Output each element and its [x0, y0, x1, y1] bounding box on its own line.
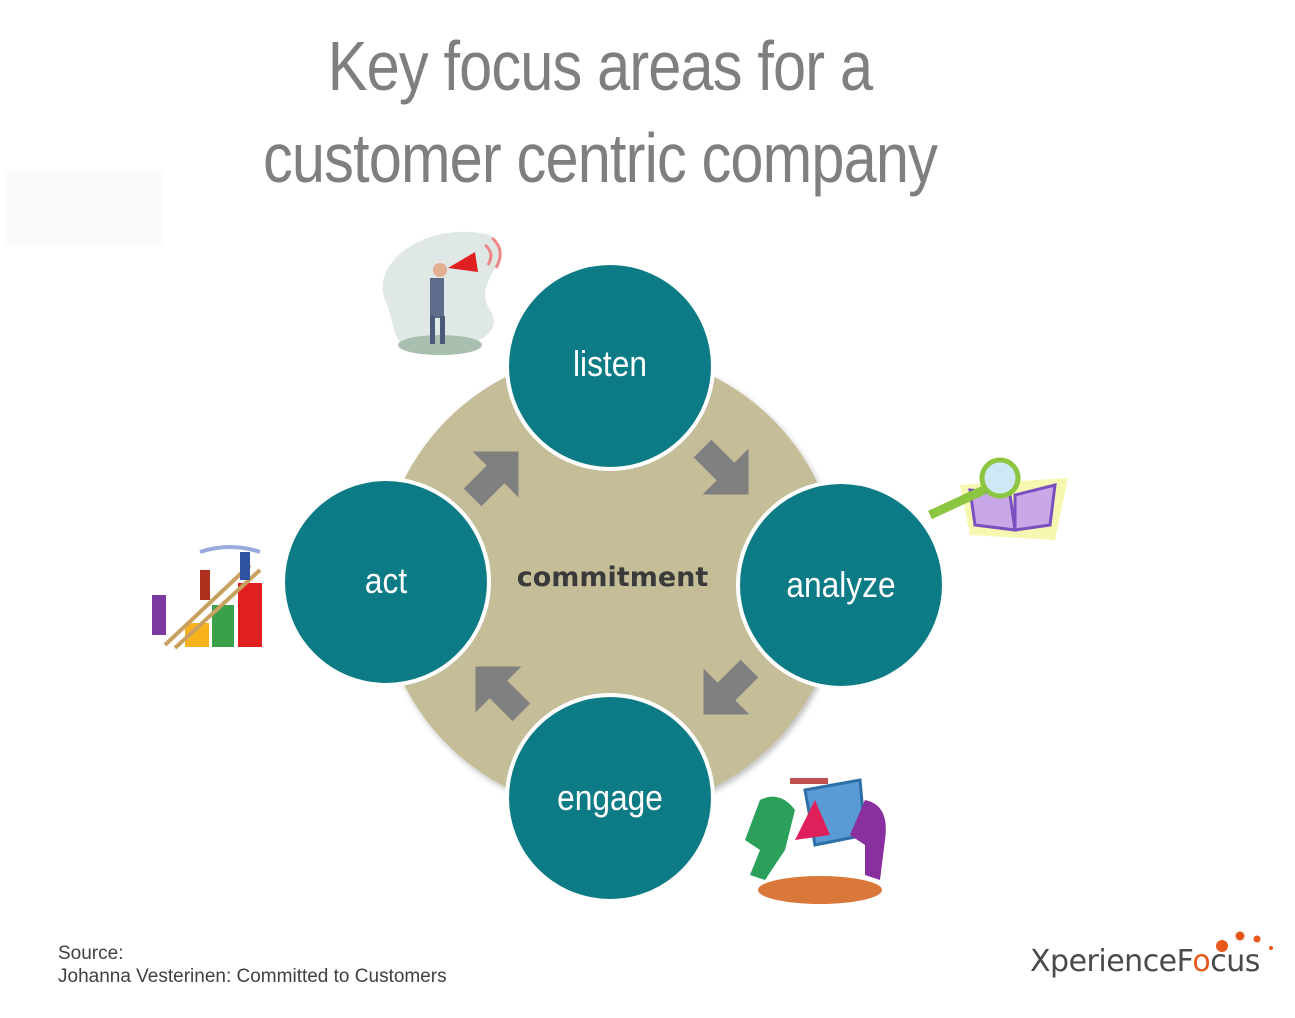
title-line-1: Key focus areas for a: [327, 27, 873, 105]
center-label-commitment: commitment: [516, 562, 709, 593]
xperiencefocus-logo: XperienceFocus: [1030, 944, 1260, 979]
title-line-2: customer centric company: [262, 119, 938, 197]
source-text: Johanna Vesterinen: Committed to Custome…: [58, 966, 447, 987]
ladder-bar-chart-icon: [152, 545, 262, 650]
source-label: Source:: [58, 943, 124, 964]
node-listen: [505, 261, 715, 471]
logo-dots-icon: [1216, 931, 1273, 952]
logo-text-2: cus: [1210, 944, 1260, 979]
logo-text-f: F: [1176, 944, 1193, 979]
node-analyze: [736, 480, 946, 690]
magnifier-book-icon: [928, 457, 1068, 540]
node-label-engage: engage: [557, 777, 663, 818]
node-engage: [505, 693, 715, 903]
logo-text-o: o: [1192, 944, 1211, 979]
node-label-listen: listen: [573, 343, 647, 384]
blank-placeholder: [6, 172, 162, 244]
people-puzzle-icon: [745, 778, 886, 904]
node-label-act: act: [364, 560, 408, 601]
source-citation: Source: Johanna Vesterinen: Committed to…: [58, 942, 447, 988]
megaphone-person-icon: [382, 231, 502, 355]
node-act: [281, 477, 491, 687]
logo-text-1: Xperience: [1030, 944, 1177, 979]
slide-title: Key focus areas for a customer centric c…: [90, 20, 1110, 204]
node-label-analyze: analyze: [786, 564, 896, 605]
